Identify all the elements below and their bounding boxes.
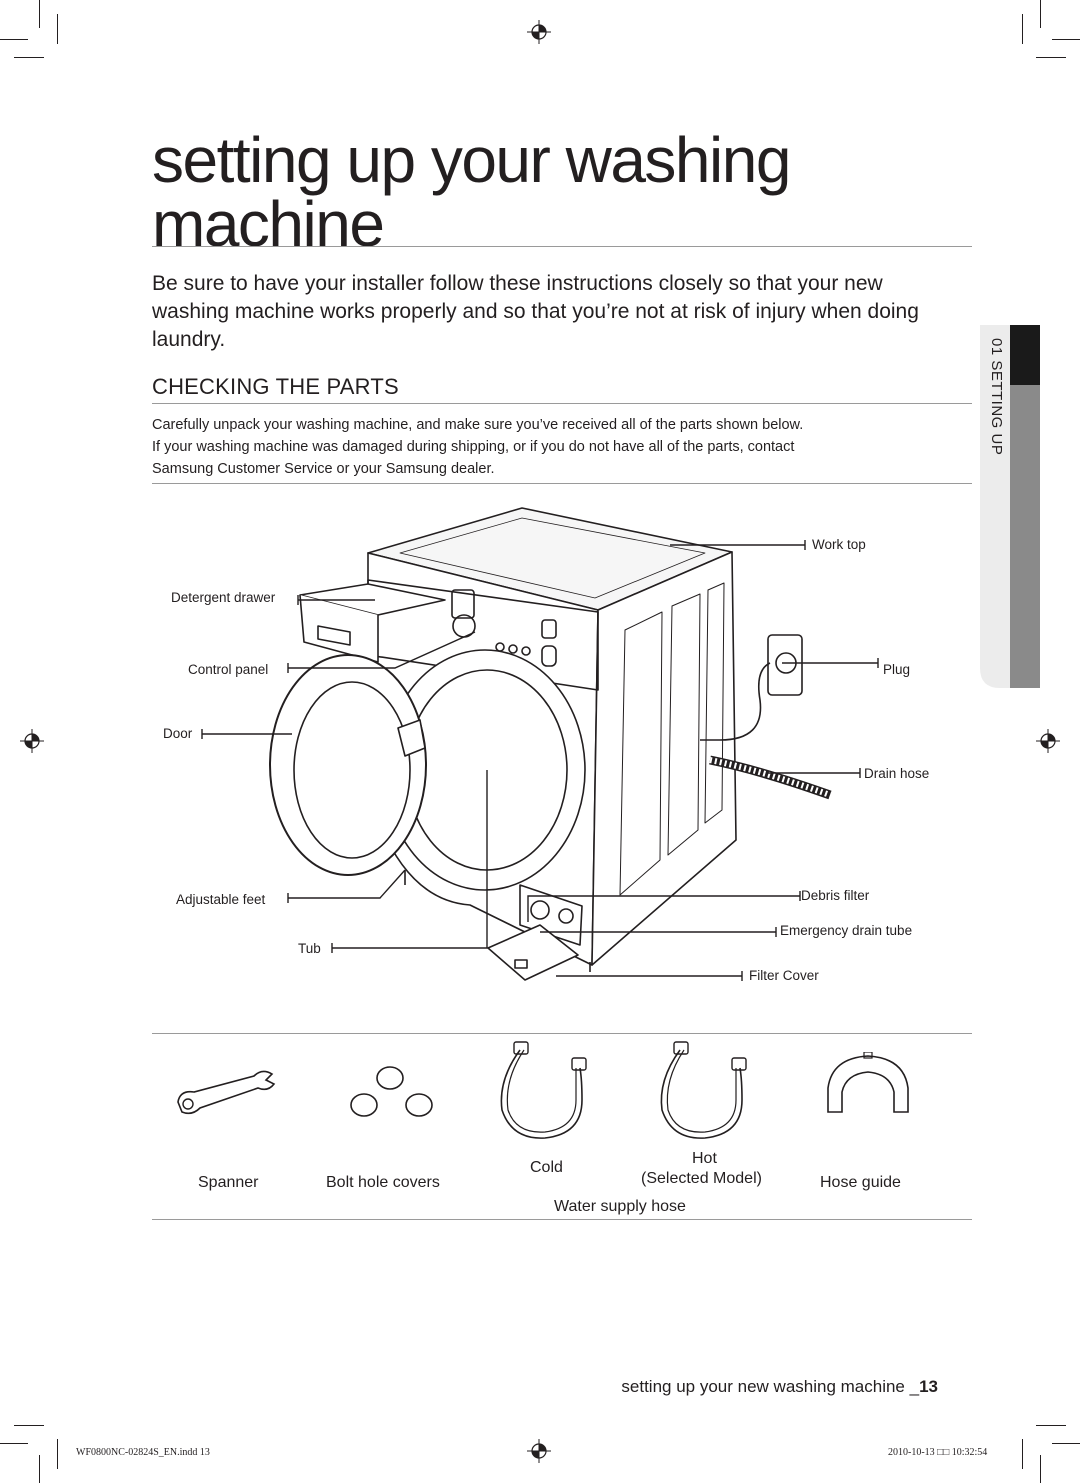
label-spanner: Spanner [198, 1174, 259, 1191]
intro-paragraph: Be sure to have your installer follow th… [152, 272, 919, 351]
section-body-line: Carefully unpack your washing machine, a… [152, 417, 804, 433]
crop-mark-top-left-h [0, 39, 28, 40]
registration-mark-bottom [527, 1439, 551, 1463]
crop-mark-top-right-h [1052, 39, 1080, 40]
side-tab-gray-bottom [1010, 385, 1040, 688]
footer-page-number: 13 [919, 1377, 938, 1396]
label-cold: Cold [530, 1159, 563, 1176]
side-tab-label: 01 SETTING UP [988, 338, 1005, 456]
callout-debris-filter [527, 895, 800, 922]
footer-page-label: setting up your new washing machine _13 [621, 1377, 938, 1397]
side-tab [980, 325, 1040, 688]
slug-file: WF0800NC-02824S_EN.indd 13 [76, 1447, 210, 1458]
accessories-bottom-rule [152, 1219, 972, 1220]
callout-control-panel [288, 631, 476, 669]
label-work-top: Work top [812, 537, 866, 552]
footer-page-text: setting up your new washing machine _ [621, 1377, 920, 1396]
registration-mark-left [20, 729, 44, 753]
label-plug: Plug [883, 662, 911, 677]
crop-mark-top-right-v2 [1022, 14, 1023, 44]
section-heading-rule [152, 403, 972, 404]
crop-mark-top-right-v [1040, 0, 1041, 28]
side-tab-dark-top [1010, 325, 1040, 385]
registration-mark-right [1036, 729, 1060, 753]
slug-date: 2010-10-13 □□ 10:32:54 [888, 1447, 988, 1458]
hot-hose-icon [660, 1041, 747, 1139]
crop-mark-bottom-left-v [39, 1455, 40, 1483]
label-bolt-hole-covers: Bolt hole covers [326, 1174, 440, 1191]
label-selected-model: (Selected Model) [641, 1170, 762, 1187]
crop-mark-top-left-v2 [57, 14, 58, 44]
crop-mark-top-left-v [39, 0, 40, 28]
section-heading: CHECKING THE PARTS [152, 374, 399, 399]
label-door: Door [163, 726, 193, 741]
spanner-icon [177, 1070, 276, 1115]
plug-socket [767, 634, 803, 696]
accessories-top-rule [152, 1033, 972, 1034]
label-detergent-drawer: Detergent drawer [171, 590, 276, 605]
registration-mark-top [527, 20, 551, 44]
crop-mark-top-right-h2 [1036, 57, 1066, 58]
title-rule [152, 246, 972, 247]
label-tub: Tub [298, 941, 321, 956]
crop-mark-bottom-right-v [1040, 1455, 1041, 1483]
crop-mark-bottom-right-h2 [1036, 1425, 1066, 1426]
section-body-rule [152, 483, 972, 484]
callout-adjustable-feet [288, 869, 406, 899]
filter-cover [487, 924, 579, 981]
label-hot: Hot [692, 1150, 717, 1167]
label-filter-cover: Filter Cover [749, 968, 819, 983]
callout-tub [332, 770, 488, 949]
cold-hose-icon [500, 1041, 587, 1139]
crop-mark-bottom-right-h [1052, 1443, 1080, 1444]
label-hose-guide: Hose guide [820, 1174, 901, 1191]
label-drain-hose: Drain hose [864, 766, 930, 781]
section-body-line: If your washing machine was damaged duri… [152, 439, 795, 455]
crop-mark-top-left-h2 [14, 57, 44, 58]
crop-mark-bottom-left-h2 [14, 1425, 44, 1426]
crop-mark-bottom-left-h [0, 1443, 28, 1444]
label-debris-filter: Debris filter [801, 888, 870, 903]
machine-side [591, 551, 737, 966]
bolt-hole-covers-icon [350, 1066, 433, 1117]
page-title: setting up your washing machine [152, 124, 791, 260]
crop-mark-bottom-right-v2 [1022, 1439, 1023, 1469]
label-emergency-drain-tube: Emergency drain tube [780, 923, 913, 938]
label-adjustable-feet: Adjustable feet [176, 892, 266, 907]
washing-machine-diagram [201, 507, 879, 981]
hose-guide-icon [827, 1052, 909, 1113]
side-tab-light [980, 325, 1010, 688]
label-water-supply-hose: Water supply hose [554, 1198, 686, 1215]
crop-mark-bottom-left-v2 [57, 1439, 58, 1469]
section-body-line: Samsung Customer Service or your Samsung… [152, 461, 495, 477]
label-control-panel: Control panel [188, 662, 269, 677]
section-body: Carefully unpack your washing machine, a… [152, 414, 952, 480]
